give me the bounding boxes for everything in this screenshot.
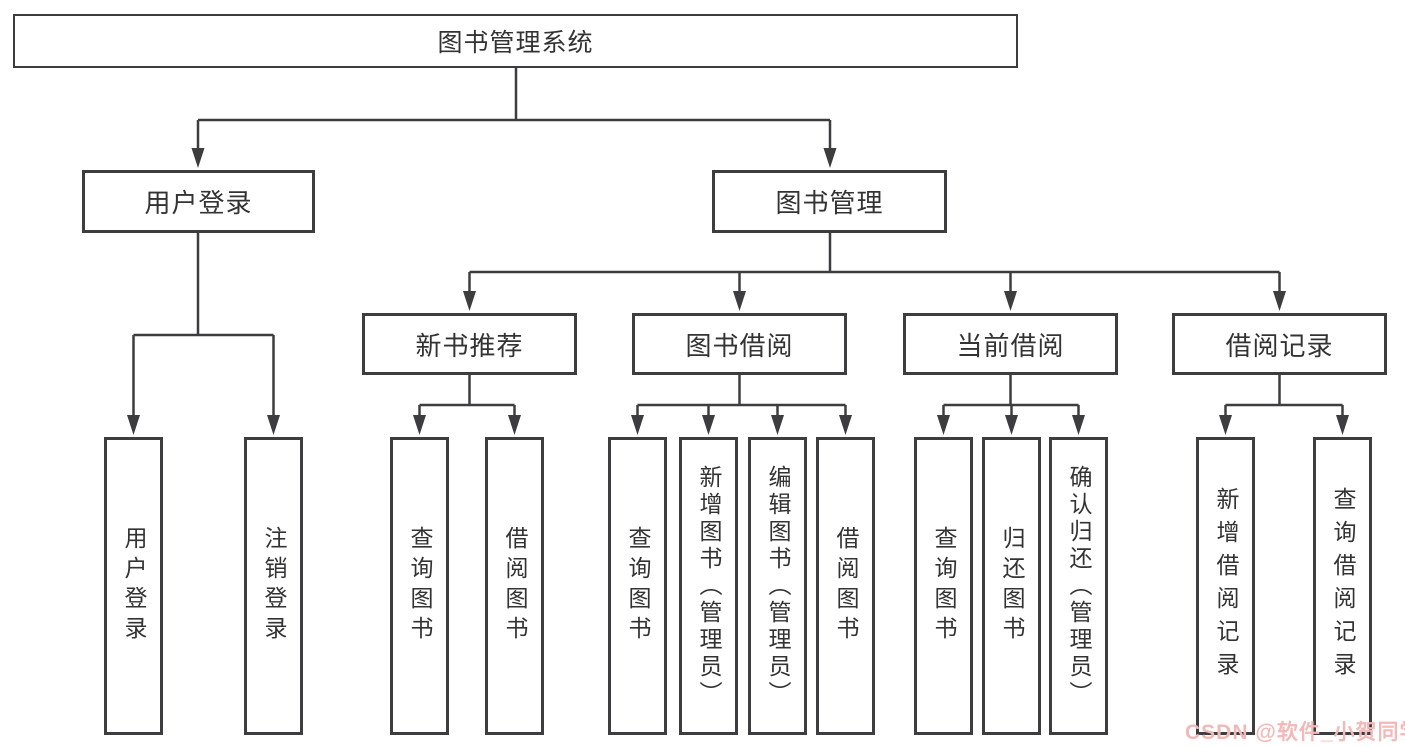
leaf-edit-books-admin: 编辑图书（管理员） [748,437,807,735]
leaf-query-books-1: 查询图书 [390,437,449,735]
leaf-query-books-3: 查询图书 [914,437,973,735]
leaf-add-borrow-record: 新增借阅记录 [1196,437,1255,735]
leaf-label: 查询图书 [407,526,433,646]
leaf-label: 查询借阅记录 [1330,487,1356,685]
leaf-query-books-2: 查询图书 [608,437,667,735]
node-book-borrowing: 图书借阅 [632,313,847,375]
leaf-label: 归还图书 [999,526,1025,646]
node-new-book-recommend: 新书推荐 [362,313,577,375]
leaf-add-books-admin: 新增图书（管理员） [679,437,738,735]
leaf-label: 用户登录 [121,526,147,646]
leaf-borrow-books-2: 借阅图书 [816,437,875,735]
node-book-management: 图书管理 [712,170,947,233]
node-current-borrowing: 当前借阅 [903,313,1118,375]
leaf-label: 新增借阅记录 [1213,487,1239,685]
leaf-query-borrow-record: 查询借阅记录 [1313,437,1372,735]
node-borrowing-records: 借阅记录 [1172,313,1387,375]
csdn-watermark: CSDN @软件_小贺同学 [1185,721,1405,744]
leaf-label: 编辑图书（管理员） [765,464,791,708]
leaf-label: 借阅图书 [833,526,859,646]
leaf-label: 查询图书 [625,526,651,646]
leaf-borrow-books-1: 借阅图书 [485,437,544,735]
leaf-label: 新增图书（管理员） [696,464,722,708]
leaf-label: 确认归还（管理员） [1066,464,1092,708]
leaf-confirm-return-admin: 确认归还（管理员） [1049,437,1108,735]
node-user-login: 用户登录 [82,170,315,233]
leaf-label: 注销登录 [261,526,287,646]
leaf-label: 借阅图书 [502,526,528,646]
node-library-management-system: 图书管理系统 [13,14,1018,68]
leaf-user-login: 用户登录 [104,437,163,735]
leaf-return-books: 归还图书 [982,437,1041,735]
leaf-logout: 注销登录 [244,437,303,735]
leaf-label: 查询图书 [931,526,957,646]
